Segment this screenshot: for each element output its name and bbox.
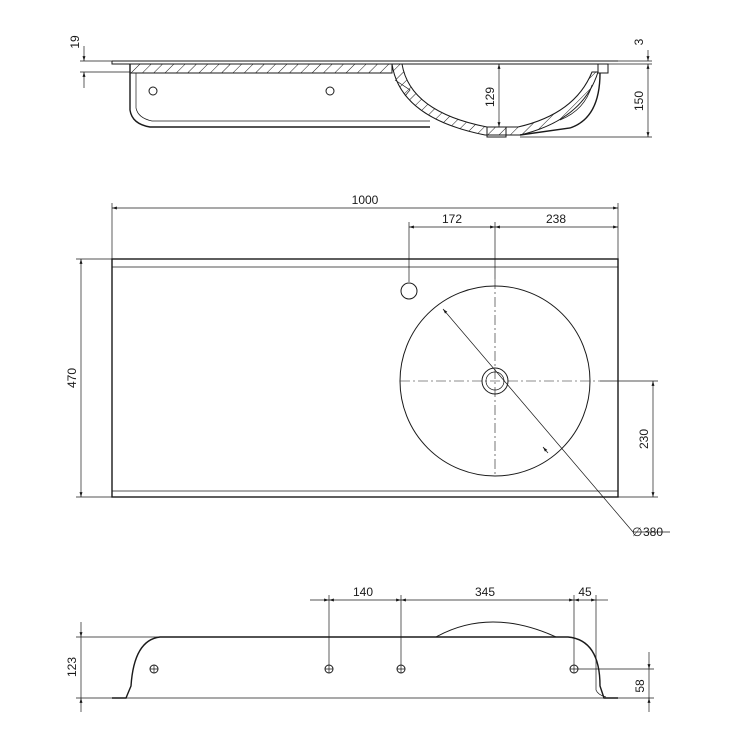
dim-123: 123 xyxy=(65,657,79,677)
dim-470: 470 xyxy=(65,368,79,388)
dim-230: 230 xyxy=(637,429,651,449)
dim-345: 345 xyxy=(475,585,495,599)
rear-elevation-view: 140 345 45 123 58 xyxy=(65,585,654,712)
dim-238: 238 xyxy=(546,212,566,226)
mounting-hole-icon xyxy=(325,86,335,96)
dim-3: 3 xyxy=(632,38,646,45)
dim-172: 172 xyxy=(442,212,462,226)
dim-diameter-symbol: ∅ xyxy=(632,525,642,539)
dim-58: 58 xyxy=(633,679,647,693)
tap-hole-icon xyxy=(400,282,418,300)
dim-380: 380 xyxy=(643,525,663,539)
dim-45: 45 xyxy=(578,585,592,599)
side-section-view: 19 3 150 129 xyxy=(68,35,652,138)
dim-19: 19 xyxy=(68,35,82,49)
dim-140: 140 xyxy=(353,585,373,599)
dim-1000: 1000 xyxy=(352,193,379,207)
top-plan-view: ∅ 380 1000 172 238 470 230 xyxy=(65,193,670,539)
dim-129: 129 xyxy=(483,87,497,107)
dim-150: 150 xyxy=(632,91,646,111)
mounting-hole-icon xyxy=(148,86,158,96)
